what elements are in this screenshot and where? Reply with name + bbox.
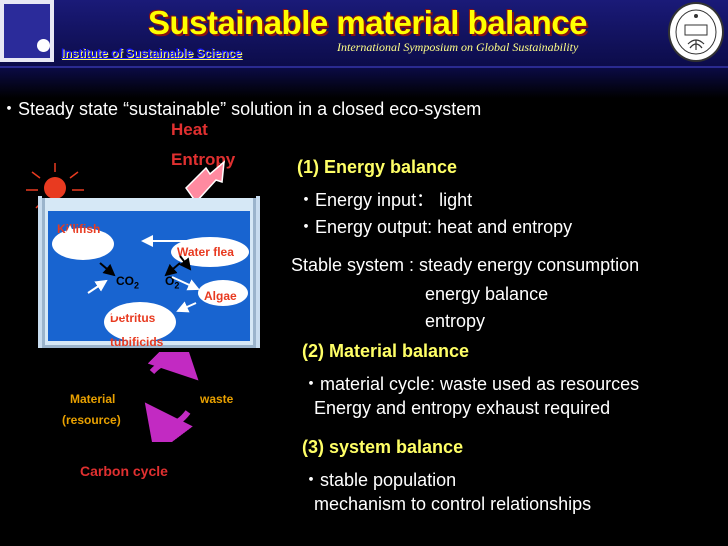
o2-text: O xyxy=(165,274,175,288)
algae-bubble xyxy=(198,280,248,306)
system-bullet: ・ xyxy=(302,470,320,490)
stable-line-2: energy balance xyxy=(425,284,549,304)
energy-text-2: Energy output: heat and entropy xyxy=(315,217,573,237)
energy-item-2: ・Energy output: heat and entropy xyxy=(297,213,572,239)
intro-text: Steady state “sustainable” solution in a… xyxy=(18,99,482,119)
killifish-bubble xyxy=(52,228,114,260)
header-divider xyxy=(0,66,728,68)
energy-bullet-2: ・ xyxy=(297,217,315,237)
o2-label: O2 xyxy=(165,274,179,290)
material-heading: (2) Material balance xyxy=(302,341,470,361)
tank-wall-left xyxy=(38,196,42,348)
entropy-label: Entropy xyxy=(171,150,236,169)
material-bullet: ・ xyxy=(302,374,320,394)
material-text-1: material cycle: waste used as resources xyxy=(320,374,640,394)
waste-label: waste xyxy=(200,392,234,406)
carbon-cycle-icon xyxy=(144,352,199,442)
system-item-1: ・stable population xyxy=(302,466,456,492)
stable-line-1: Stable system : steady energy consumptio… xyxy=(291,255,640,275)
carbon-cycle-label: Carbon cycle xyxy=(80,463,168,479)
intro-line: ・Steady state “sustainable” solution in … xyxy=(0,95,481,121)
tubificids-label: tubificids xyxy=(110,335,164,349)
co2-sub: 2 xyxy=(134,280,140,291)
energy-item-1: ・Energy input： light xyxy=(297,186,472,212)
institute-label: Institute of Sustainable Science xyxy=(61,46,242,60)
stable-line-3: entropy xyxy=(425,311,486,331)
material-item-2: Energy and entropy exhaust required xyxy=(314,398,611,418)
energy-text-1: Energy input： light xyxy=(315,190,473,210)
co2-text: CO xyxy=(116,274,134,288)
energy-heading: (1) Energy balance xyxy=(297,157,458,177)
university-seal-icon xyxy=(668,2,724,62)
system-item-2: mechanism to control relationships xyxy=(314,494,592,514)
co2-label: CO2 xyxy=(116,274,139,290)
algae-label: Algae xyxy=(204,289,237,303)
header-logo-dot xyxy=(37,39,50,52)
tank-arrows xyxy=(64,225,200,318)
material-item-1: ・material cycle: waste used as resources xyxy=(302,370,639,396)
water-flea-label: Water flea xyxy=(177,245,234,259)
energy-bullet-1: ・ xyxy=(297,190,315,210)
tank-wall-right xyxy=(256,196,260,348)
system-heading: (3) system balance xyxy=(302,437,464,457)
o2-sub: 2 xyxy=(174,280,180,291)
system-text-1: stable population xyxy=(320,470,457,490)
intro-bullet: ・ xyxy=(0,99,18,119)
symposium-label: International Symposium on Global Sustai… xyxy=(337,40,579,54)
resource-label: (resource) xyxy=(62,413,121,427)
page-title: Sustainable material balance xyxy=(148,4,588,41)
material-label: Material xyxy=(70,392,116,406)
heat-label: Heat xyxy=(171,120,208,139)
